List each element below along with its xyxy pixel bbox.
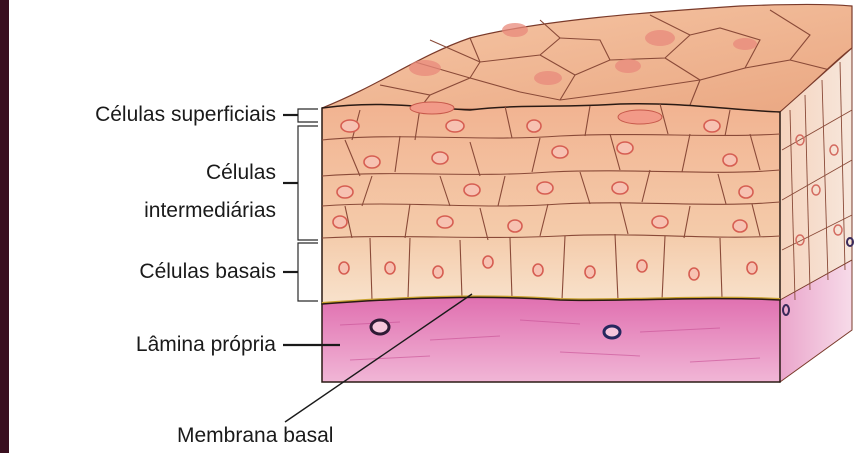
blood-vessel-right [604, 326, 620, 338]
lamina-propria-face [322, 297, 780, 382]
label-basal-cells: Células basais [139, 260, 276, 284]
bracket-superficial [298, 109, 318, 122]
blood-vessel-left [371, 320, 389, 334]
label-intermediate-cells-line2: intermediárias [144, 199, 276, 223]
bracket-intermediate [298, 126, 318, 240]
label-intermediate-cells-line1: Células [206, 161, 276, 185]
label-superficial-cells: Células superficiais [95, 103, 276, 127]
label-lamina-propria: Lâmina própria [136, 333, 276, 357]
bracket-basal [298, 243, 318, 301]
layer-brackets [298, 109, 318, 301]
label-basement-membrane: Membrana basal [177, 424, 333, 448]
